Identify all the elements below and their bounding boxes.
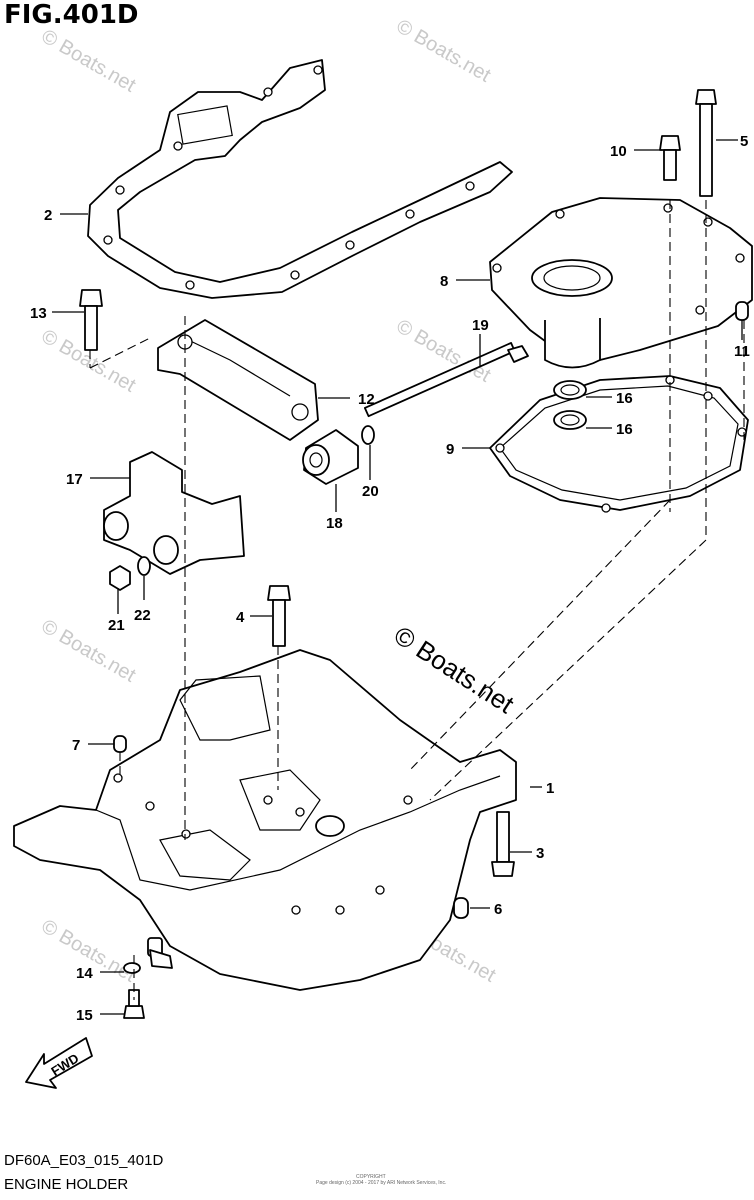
dowel-pin-lower [453,897,469,919]
bolt-right-lower [491,811,515,877]
dowel-pin-right [735,301,749,321]
washer-14 [123,962,141,974]
engine-holder-block [103,451,245,575]
leader-lines [52,139,743,1015]
callout-9: 9 [446,441,454,458]
washer-22 [137,556,151,576]
rubber-mount [302,429,359,485]
callout-18: 18 [326,515,343,532]
callout-20: 20 [362,483,379,500]
callout-6: 6 [494,901,502,918]
callout-19: 19 [472,317,489,334]
seal-rings [553,380,587,430]
callout-5: 5 [740,133,748,150]
callout-16: 16 [616,390,633,407]
cover-plate [489,197,753,369]
bracket-stud [147,937,173,969]
copyright-label: COPYRIGHT [356,1174,386,1180]
figure-title: FIG.401D [4,0,139,30]
watermark-text-center: © Boats.net [389,620,520,720]
bolt-mid [267,585,291,647]
callout-7: 7 [72,737,80,754]
callout-12: 12 [358,391,375,408]
callout-17: 17 [66,471,83,488]
alignment-lines [89,200,745,1000]
watermark-text: © Boats.net [393,15,495,87]
washer-20 [361,425,375,445]
callout-13: 13 [30,305,47,322]
callouts: 1 2 3 4 5 6 7 8 9 10 11 12 13 14 15 16 1… [30,133,750,1024]
callout-1: 1 [546,780,554,797]
bolt-short-top [659,135,681,181]
callout-21: 21 [108,617,125,634]
callout-4: 4 [236,609,245,626]
callout-14: 14 [76,965,93,982]
callout-2: 2 [44,207,52,224]
through-bolt [363,341,529,418]
bolt-long [695,89,717,197]
figure-name: ENGINE HOLDER [4,1176,129,1193]
callout-3: 3 [536,845,544,862]
fwd-arrow-icon: FWD [25,1037,93,1089]
watermark-text: © Boats.net [38,25,140,97]
dowel-pin-left [113,735,127,753]
callout-10: 10 [610,143,627,160]
gasket-upper [87,59,513,299]
engine-holder-casting [13,649,517,991]
bolt-15 [123,989,145,1019]
bolt-left [79,289,103,351]
copyright-text: Page design (c) 2004 - 2017 by ARI Netwo… [316,1180,447,1186]
callout-22: 22 [134,607,151,624]
figure-code: DF60A_E03_015_401D [4,1152,164,1169]
callout-8: 8 [440,273,448,290]
mount-bracket [157,319,319,441]
callout-16-b: 16 [616,421,633,438]
callout-11: 11 [734,343,750,360]
callout-15: 15 [76,1007,93,1024]
nut-21 [109,565,131,591]
